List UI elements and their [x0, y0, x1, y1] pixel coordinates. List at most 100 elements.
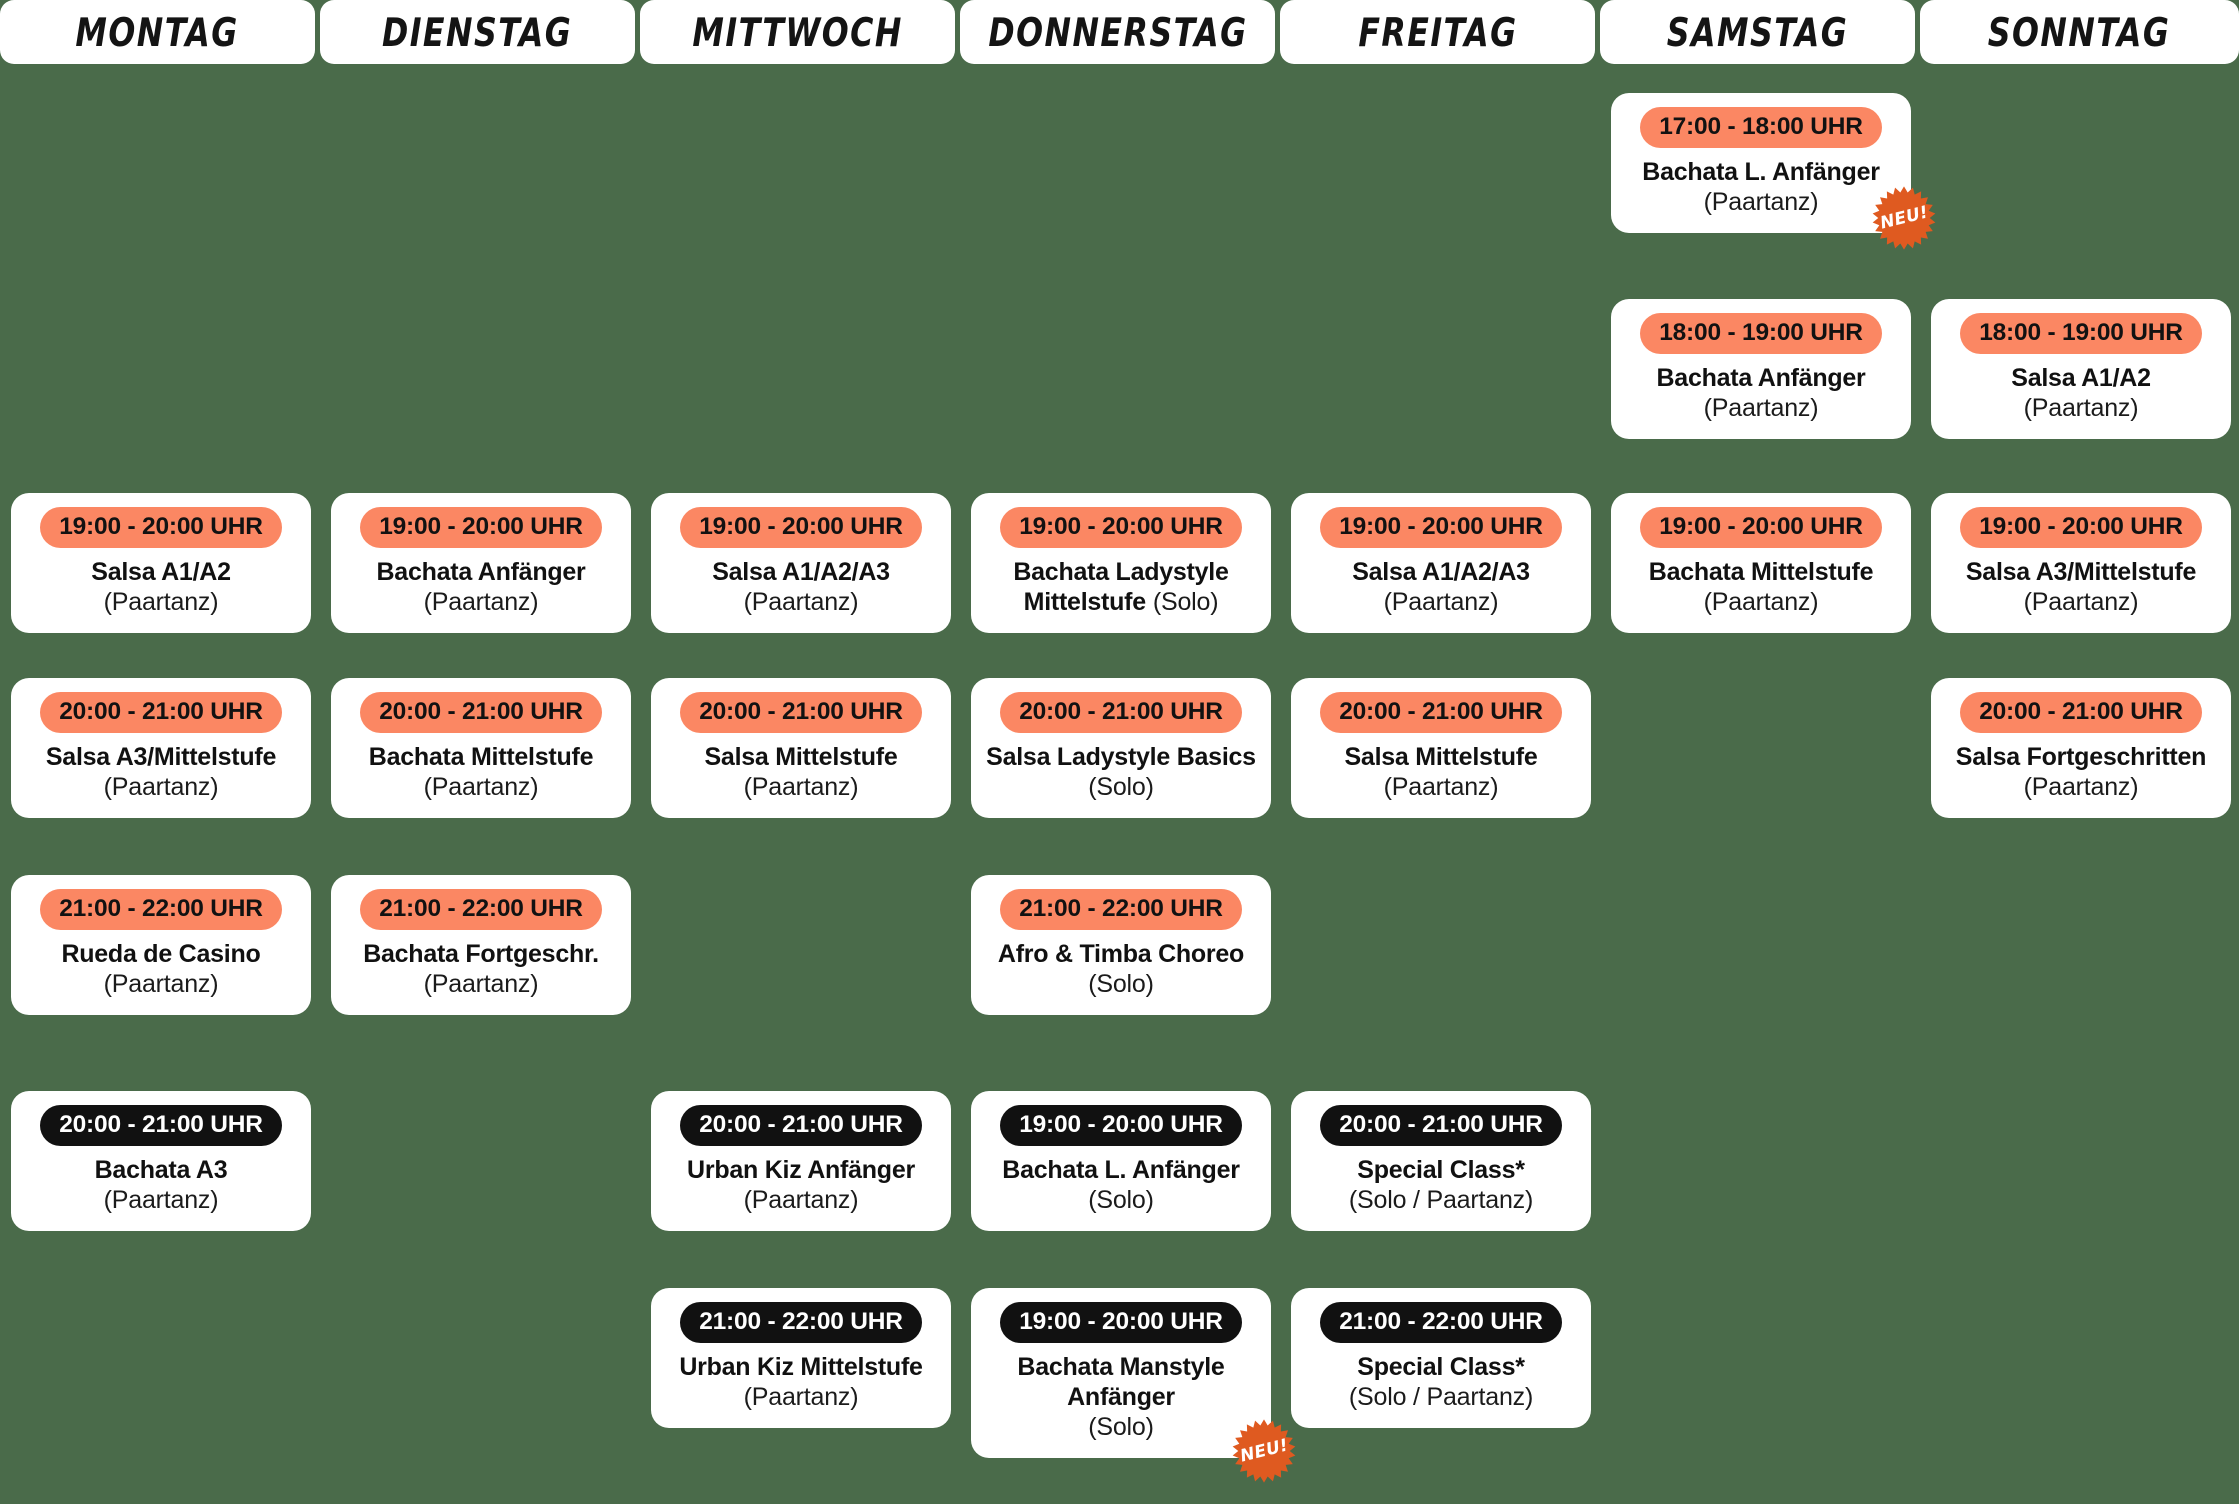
- class-time-pill: 21:00 - 22:00 UHR: [1320, 1302, 1562, 1344]
- class-time-pill: 20:00 - 21:00 UHR: [1000, 692, 1242, 734]
- class-time-pill: 18:00 - 19:00 UHR: [1640, 313, 1882, 355]
- class-card-body: Salsa A1/A2(Paartanz): [25, 557, 297, 617]
- class-mode: (Solo): [1088, 1413, 1154, 1442]
- class-card-body: Bachata Anfänger(Paartanz): [345, 557, 617, 617]
- class-time-pill: 20:00 - 21:00 UHR: [1320, 692, 1562, 734]
- class-mode: (Paartanz): [423, 773, 539, 802]
- class-card[interactable]: 21:00 - 22:00 UHR Special Class*(Solo / P…: [1291, 1288, 1591, 1429]
- class-card-body: Salsa A3/Mittelstufe(Paartanz): [1945, 557, 2217, 617]
- day-header-label: MONTAG: [75, 8, 240, 56]
- class-card[interactable]: 18:00 - 19:00 UHR Bachata Anfänger(Paarta…: [1611, 299, 1911, 440]
- class-card[interactable]: 21:00 - 22:00 UHR Urban Kiz Mittelstufe(P…: [651, 1288, 951, 1429]
- class-card[interactable]: 20:00 - 21:00 UHR Salsa Mittelstufe(Paart…: [1291, 678, 1591, 819]
- class-card-body: Salsa Ladystyle Basics(Solo): [985, 742, 1257, 802]
- class-title: Salsa Fortgeschritten: [1955, 743, 2207, 772]
- class-card-body: Salsa A1/A2/A3(Paartanz): [1305, 557, 1577, 617]
- class-time-pill: 19:00 - 20:00 UHR: [680, 507, 922, 549]
- class-title: Bachata Anfänger: [376, 558, 586, 587]
- class-card-body: Bachata L. Anfänger(Paartanz): [1625, 157, 1897, 217]
- class-card-body: Bachata L. Anfänger(Solo): [985, 1155, 1257, 1215]
- day-header-label: SAMSTAG: [1666, 8, 1849, 56]
- class-title: Bachata Mittelstufe: [1648, 558, 1874, 587]
- class-mode: (Paartanz): [103, 588, 219, 617]
- class-card[interactable]: 17:00 - 18:00 UHR Bachata L. Anfänger(Paa…: [1611, 93, 1911, 234]
- day-header-label: DIENSTAG: [382, 8, 573, 56]
- class-card-body: Salsa Fortgeschritten(Paartanz): [1945, 742, 2217, 802]
- class-title: Salsa Mittelstufe: [1344, 743, 1538, 772]
- day-header-samstag: SAMSTAG: [1600, 0, 1915, 64]
- day-header-label: MITTWOCH: [692, 8, 903, 56]
- day-header-label: SONNTAG: [1988, 8, 2171, 56]
- class-title: Bachata Mittelstufe: [368, 743, 594, 772]
- class-mode: (Solo / Paartanz): [1348, 1186, 1534, 1215]
- class-title: Salsa A1/A2: [91, 558, 231, 587]
- class-mode: (Paartanz): [743, 1186, 859, 1215]
- class-mode: (Paartanz): [1703, 394, 1819, 423]
- class-title: Special Class*: [1357, 1156, 1525, 1185]
- class-title: Bachata Fortgeschr.: [363, 940, 599, 969]
- class-title: Salsa A3/Mittelstufe: [45, 743, 277, 772]
- class-mode: (Paartanz): [1383, 773, 1499, 802]
- class-mode: (Paartanz): [423, 970, 539, 999]
- class-mode: (Solo): [1088, 1186, 1154, 1215]
- class-time-pill: 18:00 - 19:00 UHR: [1960, 313, 2202, 355]
- class-title: Salsa A1/A2/A3: [1352, 558, 1530, 587]
- class-time-pill: 19:00 - 20:00 UHR: [40, 507, 282, 549]
- class-card-body: Bachata A3(Paartanz): [25, 1155, 297, 1215]
- day-header-dienstag: DIENSTAG: [320, 0, 635, 64]
- class-mode: (Paartanz): [103, 970, 219, 999]
- class-card-body: Special Class*(Solo / Paartanz): [1305, 1352, 1577, 1412]
- class-time-pill: 19:00 - 20:00 UHR: [1000, 1302, 1242, 1344]
- day-header-freitag: FREITAG: [1280, 0, 1595, 64]
- class-title: Salsa Ladystyle Basics: [986, 743, 1256, 772]
- class-card-body: Special Class*(Solo / Paartanz): [1305, 1155, 1577, 1215]
- class-title: Bachata A3: [94, 1156, 228, 1185]
- class-card-body: Urban Kiz Mittelstufe(Paartanz): [665, 1352, 937, 1412]
- day-header-label: FREITAG: [1357, 8, 1518, 56]
- class-card[interactable]: 19:00 - 20:00 UHR Bachata L. Anfänger(Sol…: [971, 1091, 1271, 1232]
- class-mode: (Paartanz): [743, 773, 859, 802]
- class-time-pill: 19:00 - 20:00 UHR: [360, 507, 602, 549]
- class-time-pill: 21:00 - 22:00 UHR: [1000, 889, 1242, 931]
- class-title: Bachata Anfänger: [1656, 364, 1866, 393]
- day-header-label: DONNERSTAG: [987, 8, 1248, 56]
- class-time-pill: 17:00 - 18:00 UHR: [1640, 107, 1882, 149]
- class-mode: (Paartanz): [1703, 188, 1819, 217]
- class-card[interactable]: 19:00 - 20:00 UHR Salsa A1/A2(Paartanz): [11, 493, 311, 634]
- class-card-body: Bachata Mittelstufe(Paartanz): [1625, 557, 1897, 617]
- class-card[interactable]: 19:00 - 20:00 UHR Bachata Anfänger(Paarta…: [331, 493, 631, 634]
- class-mode: (Solo): [1088, 970, 1154, 999]
- class-card-body: Bachata Fortgeschr.(Paartanz): [345, 939, 617, 999]
- class-mode: (Paartanz): [743, 588, 859, 617]
- class-mode: (Paartanz): [2023, 773, 2139, 802]
- neu-badge-icon: NEU!: [1231, 1418, 1297, 1484]
- class-title: Urban Kiz Anfänger: [687, 1156, 915, 1185]
- class-card-body: Bachata Ladystyle Mittelstufe(Solo): [985, 557, 1257, 617]
- class-card-body: Salsa A3/Mittelstufe(Paartanz): [25, 742, 297, 802]
- class-card[interactable]: 20:00 - 21:00 UHR Salsa Ladystyle Basics(…: [971, 678, 1271, 819]
- class-card-body: Rueda de Casino(Paartanz): [25, 939, 297, 999]
- class-time-pill: 21:00 - 22:00 UHR: [680, 1302, 922, 1344]
- class-card-body: Bachata Mittelstufe(Paartanz): [345, 742, 617, 802]
- class-time-pill: 19:00 - 20:00 UHR: [1000, 1105, 1242, 1147]
- class-mode: (Paartanz): [743, 1383, 859, 1412]
- class-mode: (Solo / Paartanz): [1348, 1383, 1534, 1412]
- class-time-pill: 20:00 - 21:00 UHR: [680, 692, 922, 734]
